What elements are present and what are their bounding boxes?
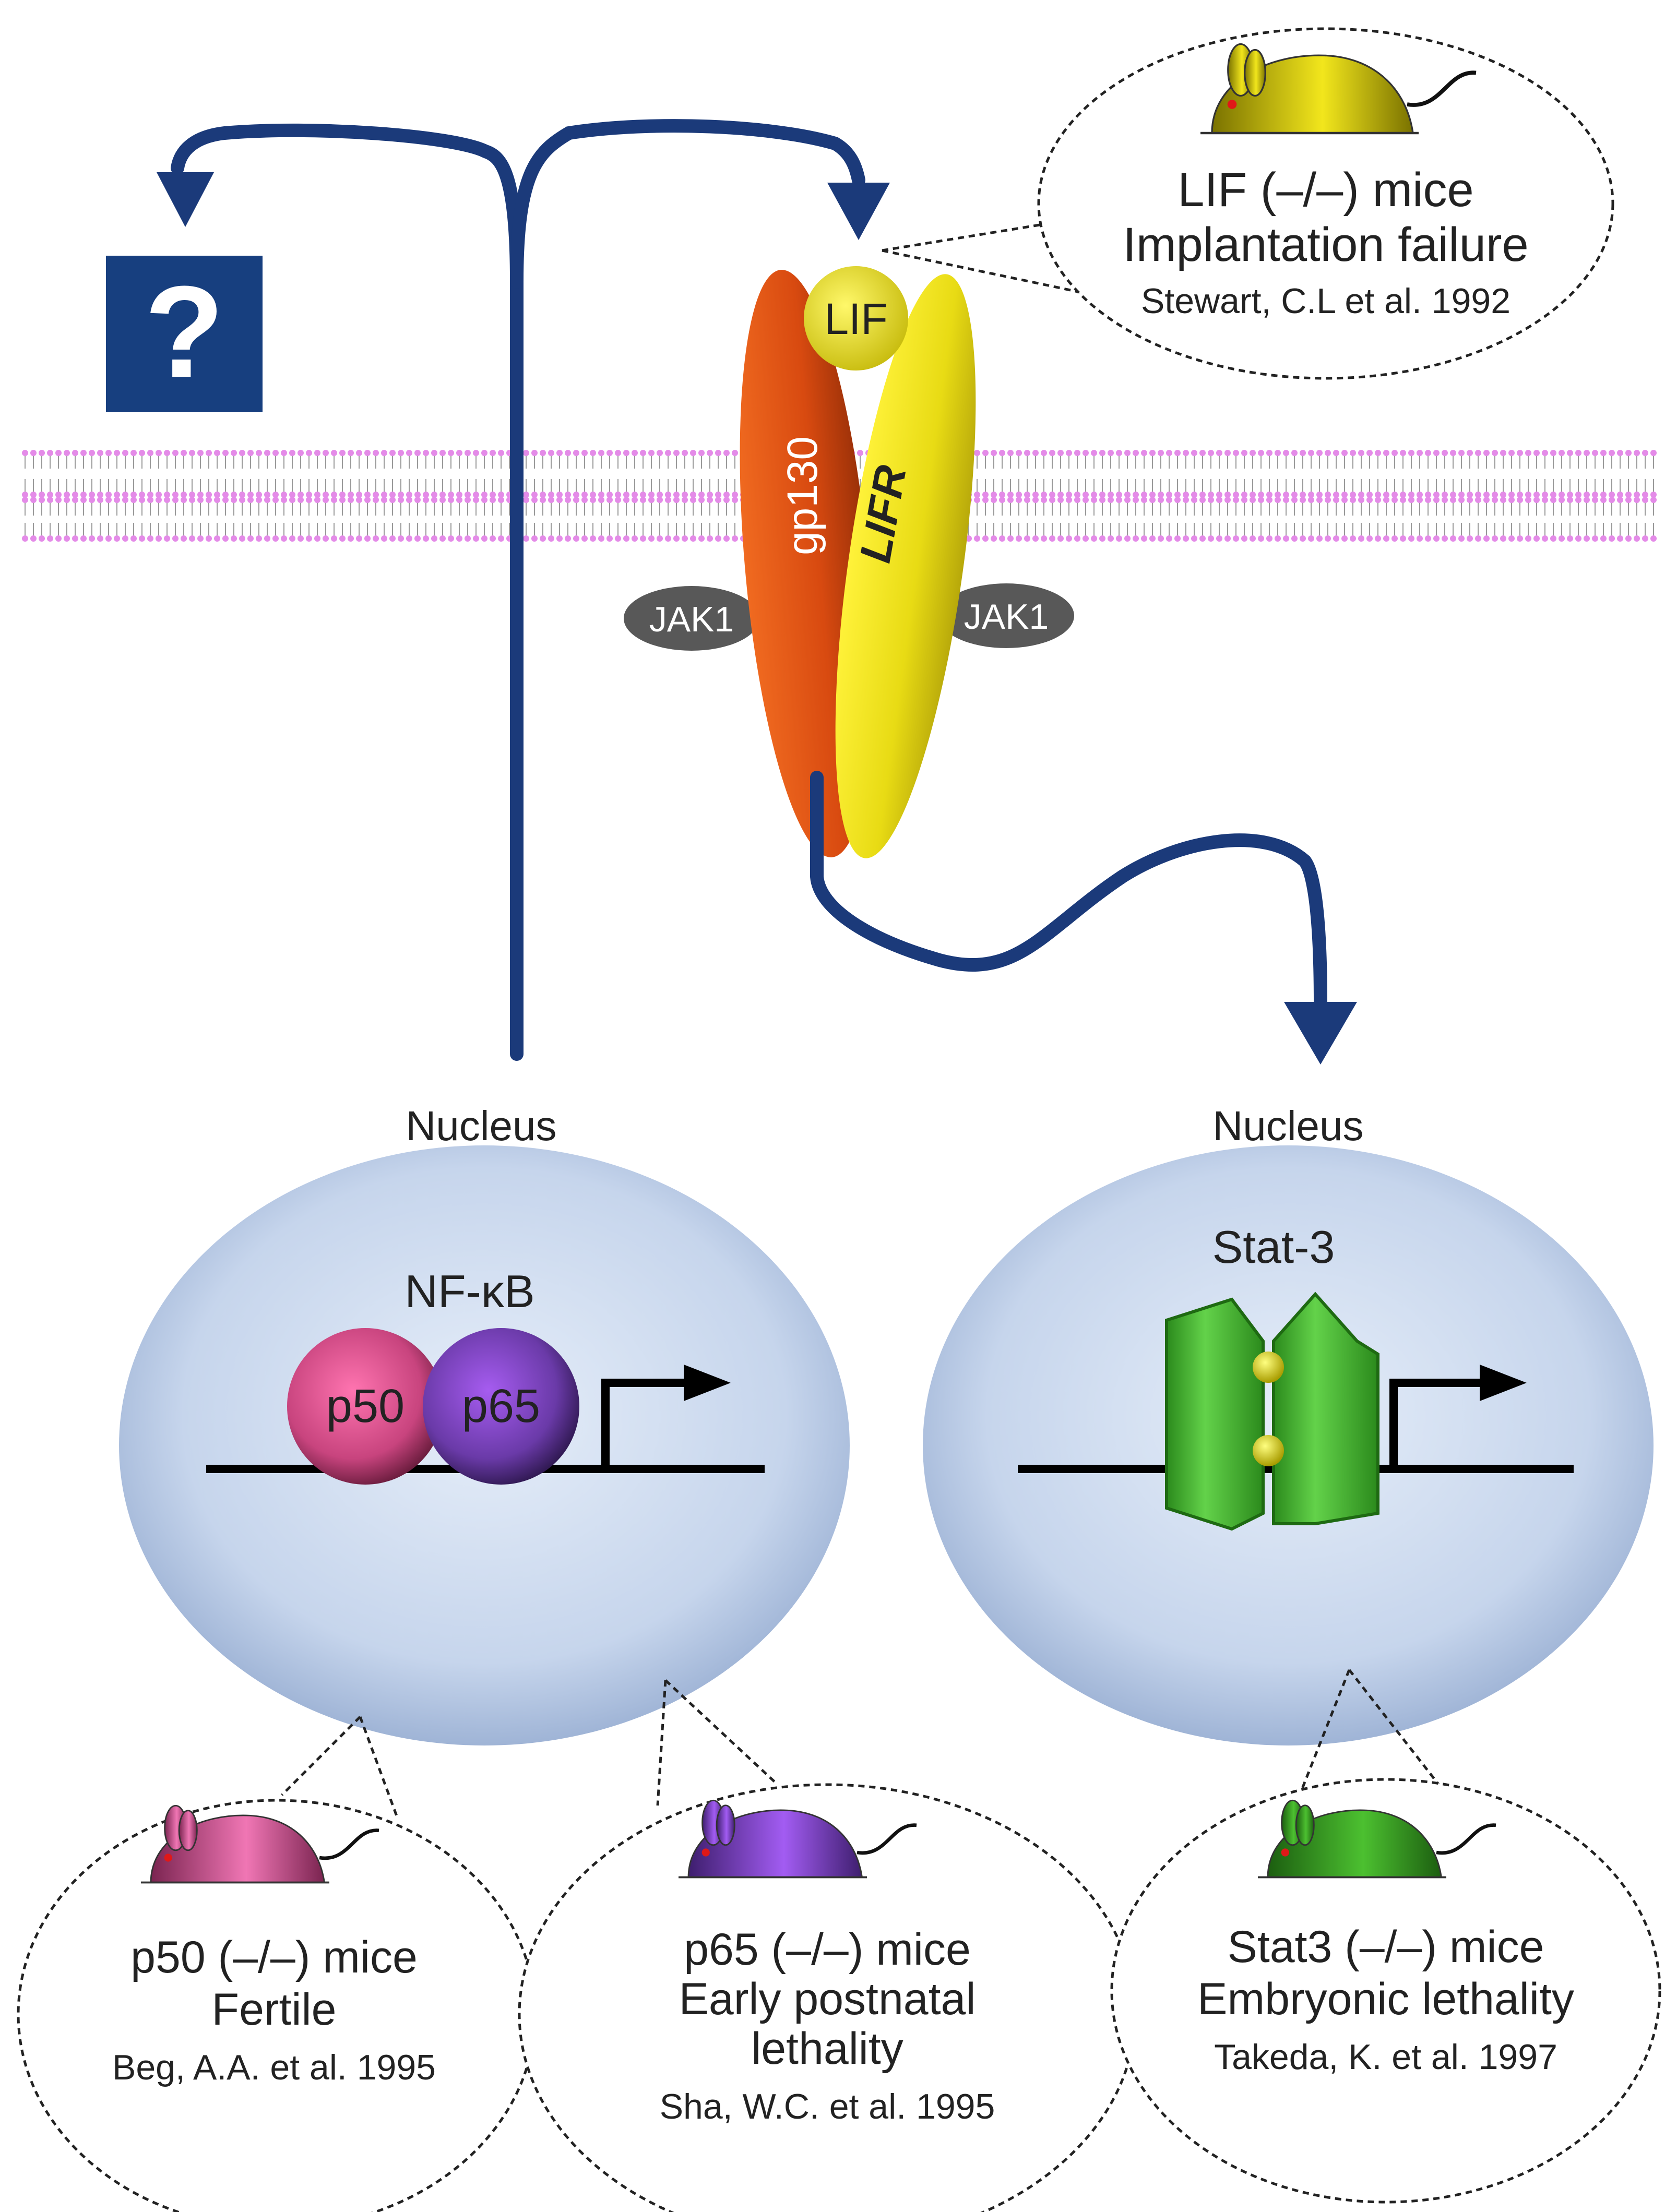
p65-reference: Sha, W.C. et al. 1995 bbox=[660, 2087, 995, 2126]
gp130-label: gp130 bbox=[779, 436, 826, 555]
p65-label: p65 bbox=[462, 1380, 540, 1432]
stat3-label: Stat-3 bbox=[1212, 1221, 1335, 1273]
p65-phenotype-line1: Early postnatal bbox=[679, 1974, 976, 2024]
phospho-site-top bbox=[1253, 1352, 1284, 1383]
question-mark: ? bbox=[145, 259, 224, 404]
nfkb-label: NF-κB bbox=[405, 1265, 534, 1317]
receptor-complex: JAK1 JAK1 gp130 LIFR LIF bbox=[624, 266, 1074, 858]
p50-label: p50 bbox=[326, 1380, 405, 1432]
nfkb-feedback-arrow bbox=[157, 119, 890, 1061]
phospho-site-bottom bbox=[1253, 1435, 1284, 1466]
mouse-icon-green bbox=[1258, 1799, 1496, 1879]
callout-stat3: Stat3 (–/–) mice Embryonic lethality Tak… bbox=[1110, 1669, 1661, 2204]
jak1-left bbox=[624, 586, 759, 651]
stat3-reference: Takeda, K. et al. 1997 bbox=[1214, 2037, 1557, 2077]
jak1-left-label: JAK1 bbox=[649, 600, 734, 639]
p50-phenotype: Fertile bbox=[212, 1984, 337, 2035]
callout-lif: LIF (–/–) mice Implantation failure Stew… bbox=[882, 27, 1614, 380]
nucleus-left: Nucleus NF-κB p50 p65 bbox=[119, 1103, 850, 1745]
stat3-monomer-right bbox=[1272, 1292, 1379, 1525]
lif-phenotype: Implantation failure bbox=[1123, 218, 1528, 271]
lif-ligand bbox=[804, 266, 908, 370]
mouse-icon-purple bbox=[679, 1799, 917, 1879]
p50-subunit bbox=[287, 1328, 444, 1485]
p65-phenotype-line2: lethality bbox=[751, 2024, 903, 2074]
nucleus-left-title: Nucleus bbox=[406, 1103, 556, 1149]
stat3-monomer-left bbox=[1165, 1297, 1265, 1531]
p50-genotype: p50 (–/–) mice bbox=[130, 1932, 418, 1982]
lif-genotype: LIF (–/–) mice bbox=[1178, 163, 1473, 217]
p65-subunit bbox=[423, 1328, 579, 1485]
stat3-activation-arrow bbox=[810, 771, 1357, 1065]
nucleus-right: Nucleus Stat-3 bbox=[923, 1103, 1654, 1745]
lif-reference: Stewart, C.L et al. 1992 bbox=[1141, 281, 1511, 321]
stat3-phenotype: Embryonic lethality bbox=[1197, 1974, 1574, 2024]
jak1-right bbox=[938, 583, 1074, 648]
promoter-arrow-right bbox=[1389, 1379, 1485, 1466]
stat3-genotype: Stat3 (–/–) mice bbox=[1228, 1922, 1544, 1972]
nucleus-right-title: Nucleus bbox=[1212, 1103, 1363, 1149]
unknown-target-box: ? bbox=[106, 256, 263, 412]
lif-label: LIF bbox=[824, 294, 887, 343]
p65-genotype: p65 (–/–) mice bbox=[684, 1924, 971, 1975]
lifr-subunit bbox=[835, 274, 976, 858]
mouse-icon-yellow bbox=[1200, 43, 1477, 135]
callout-p65: p65 (–/–) mice Early postnatal lethality… bbox=[518, 1679, 1137, 2212]
jak1-right-label: JAK1 bbox=[964, 597, 1049, 637]
mouse-icon-pink bbox=[141, 1804, 379, 1884]
promoter-arrow-left bbox=[601, 1379, 689, 1466]
callout-p50: p50 (–/–) mice Fertile Beg, A.A. et al. … bbox=[17, 1716, 537, 2212]
p50-reference: Beg, A.A. et al. 1995 bbox=[112, 2048, 436, 2087]
